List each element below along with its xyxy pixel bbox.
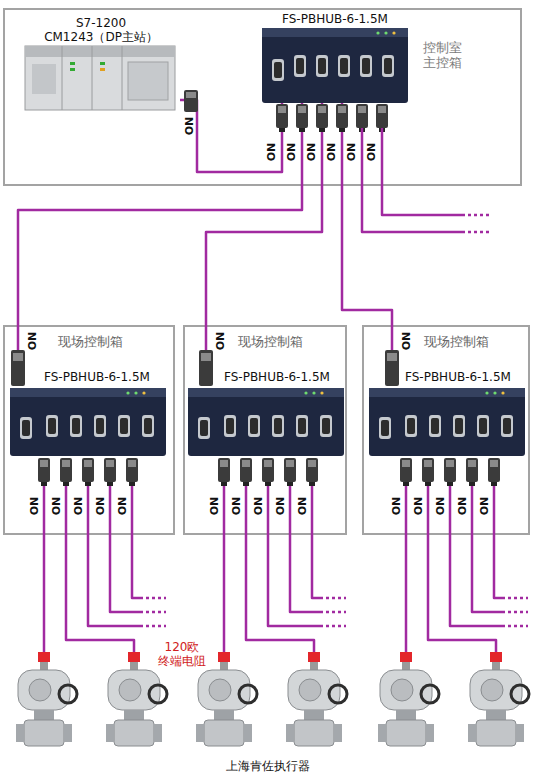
- device-label: FS-PBHUB-6-1.5M: [44, 370, 168, 384]
- bus-cable: [44, 486, 528, 652]
- device-label: FS-PBHUB-6-1.5M: [405, 370, 525, 384]
- connector-state: ON: [365, 143, 378, 162]
- device-label: FS-PBHUB-6-1.5M: [262, 12, 408, 26]
- connector-state: ON: [208, 497, 221, 516]
- connector-state: ON: [94, 497, 107, 516]
- cabinet-title: 控制室 主控箱: [423, 40, 467, 70]
- connector-state: ON: [325, 143, 338, 162]
- connector-state: ON: [456, 497, 469, 516]
- caption-text: 上海肯佐执行器: [226, 759, 310, 773]
- bus-cable: [180, 100, 282, 172]
- cabinet-title: 现场控制箱: [424, 334, 524, 349]
- actuator: [16, 652, 529, 746]
- connector-state: ON: [183, 117, 196, 136]
- connector-state: ON: [412, 497, 425, 516]
- connector-state: ON: [296, 497, 309, 516]
- connector-state: ON: [400, 332, 413, 351]
- resistor-note: 120欧 终端电阻: [154, 640, 210, 668]
- plc-device: [25, 46, 175, 110]
- connector-state: ON: [478, 497, 491, 516]
- cabinet-title: 现场控制箱: [58, 334, 158, 349]
- connector-state: ON: [50, 497, 63, 516]
- device-label: S7-1200 CM1243（DP主站）: [31, 16, 171, 44]
- connector-state: ON: [72, 497, 85, 516]
- connector-state: ON: [28, 497, 41, 516]
- hub-device: [262, 28, 408, 103]
- connector-state: ON: [230, 497, 243, 516]
- connector-state: ON: [252, 497, 265, 516]
- connector-state: ON: [265, 143, 278, 162]
- connector-state: ON: [345, 143, 358, 162]
- connector-state: ON: [305, 143, 318, 162]
- connector-state: ON: [26, 332, 39, 351]
- connector-state: ON: [116, 497, 129, 516]
- bus-cable: [206, 103, 322, 368]
- cable-plug: [276, 104, 388, 132]
- connector-state: ON: [274, 497, 287, 516]
- connector-state: ON: [390, 497, 403, 516]
- bus-cable: [362, 128, 490, 232]
- device-label: FS-PBHUB-6-1.5M: [224, 370, 342, 384]
- connector-state: ON: [434, 497, 447, 516]
- bus-cable: [18, 103, 302, 368]
- cabinet-title: 现场控制箱: [238, 334, 338, 349]
- connector-state: ON: [285, 143, 298, 162]
- connector-state: ON: [214, 332, 227, 351]
- hub-device: [10, 388, 525, 456]
- bus-cable: [342, 103, 392, 368]
- cable-plug: [184, 90, 198, 112]
